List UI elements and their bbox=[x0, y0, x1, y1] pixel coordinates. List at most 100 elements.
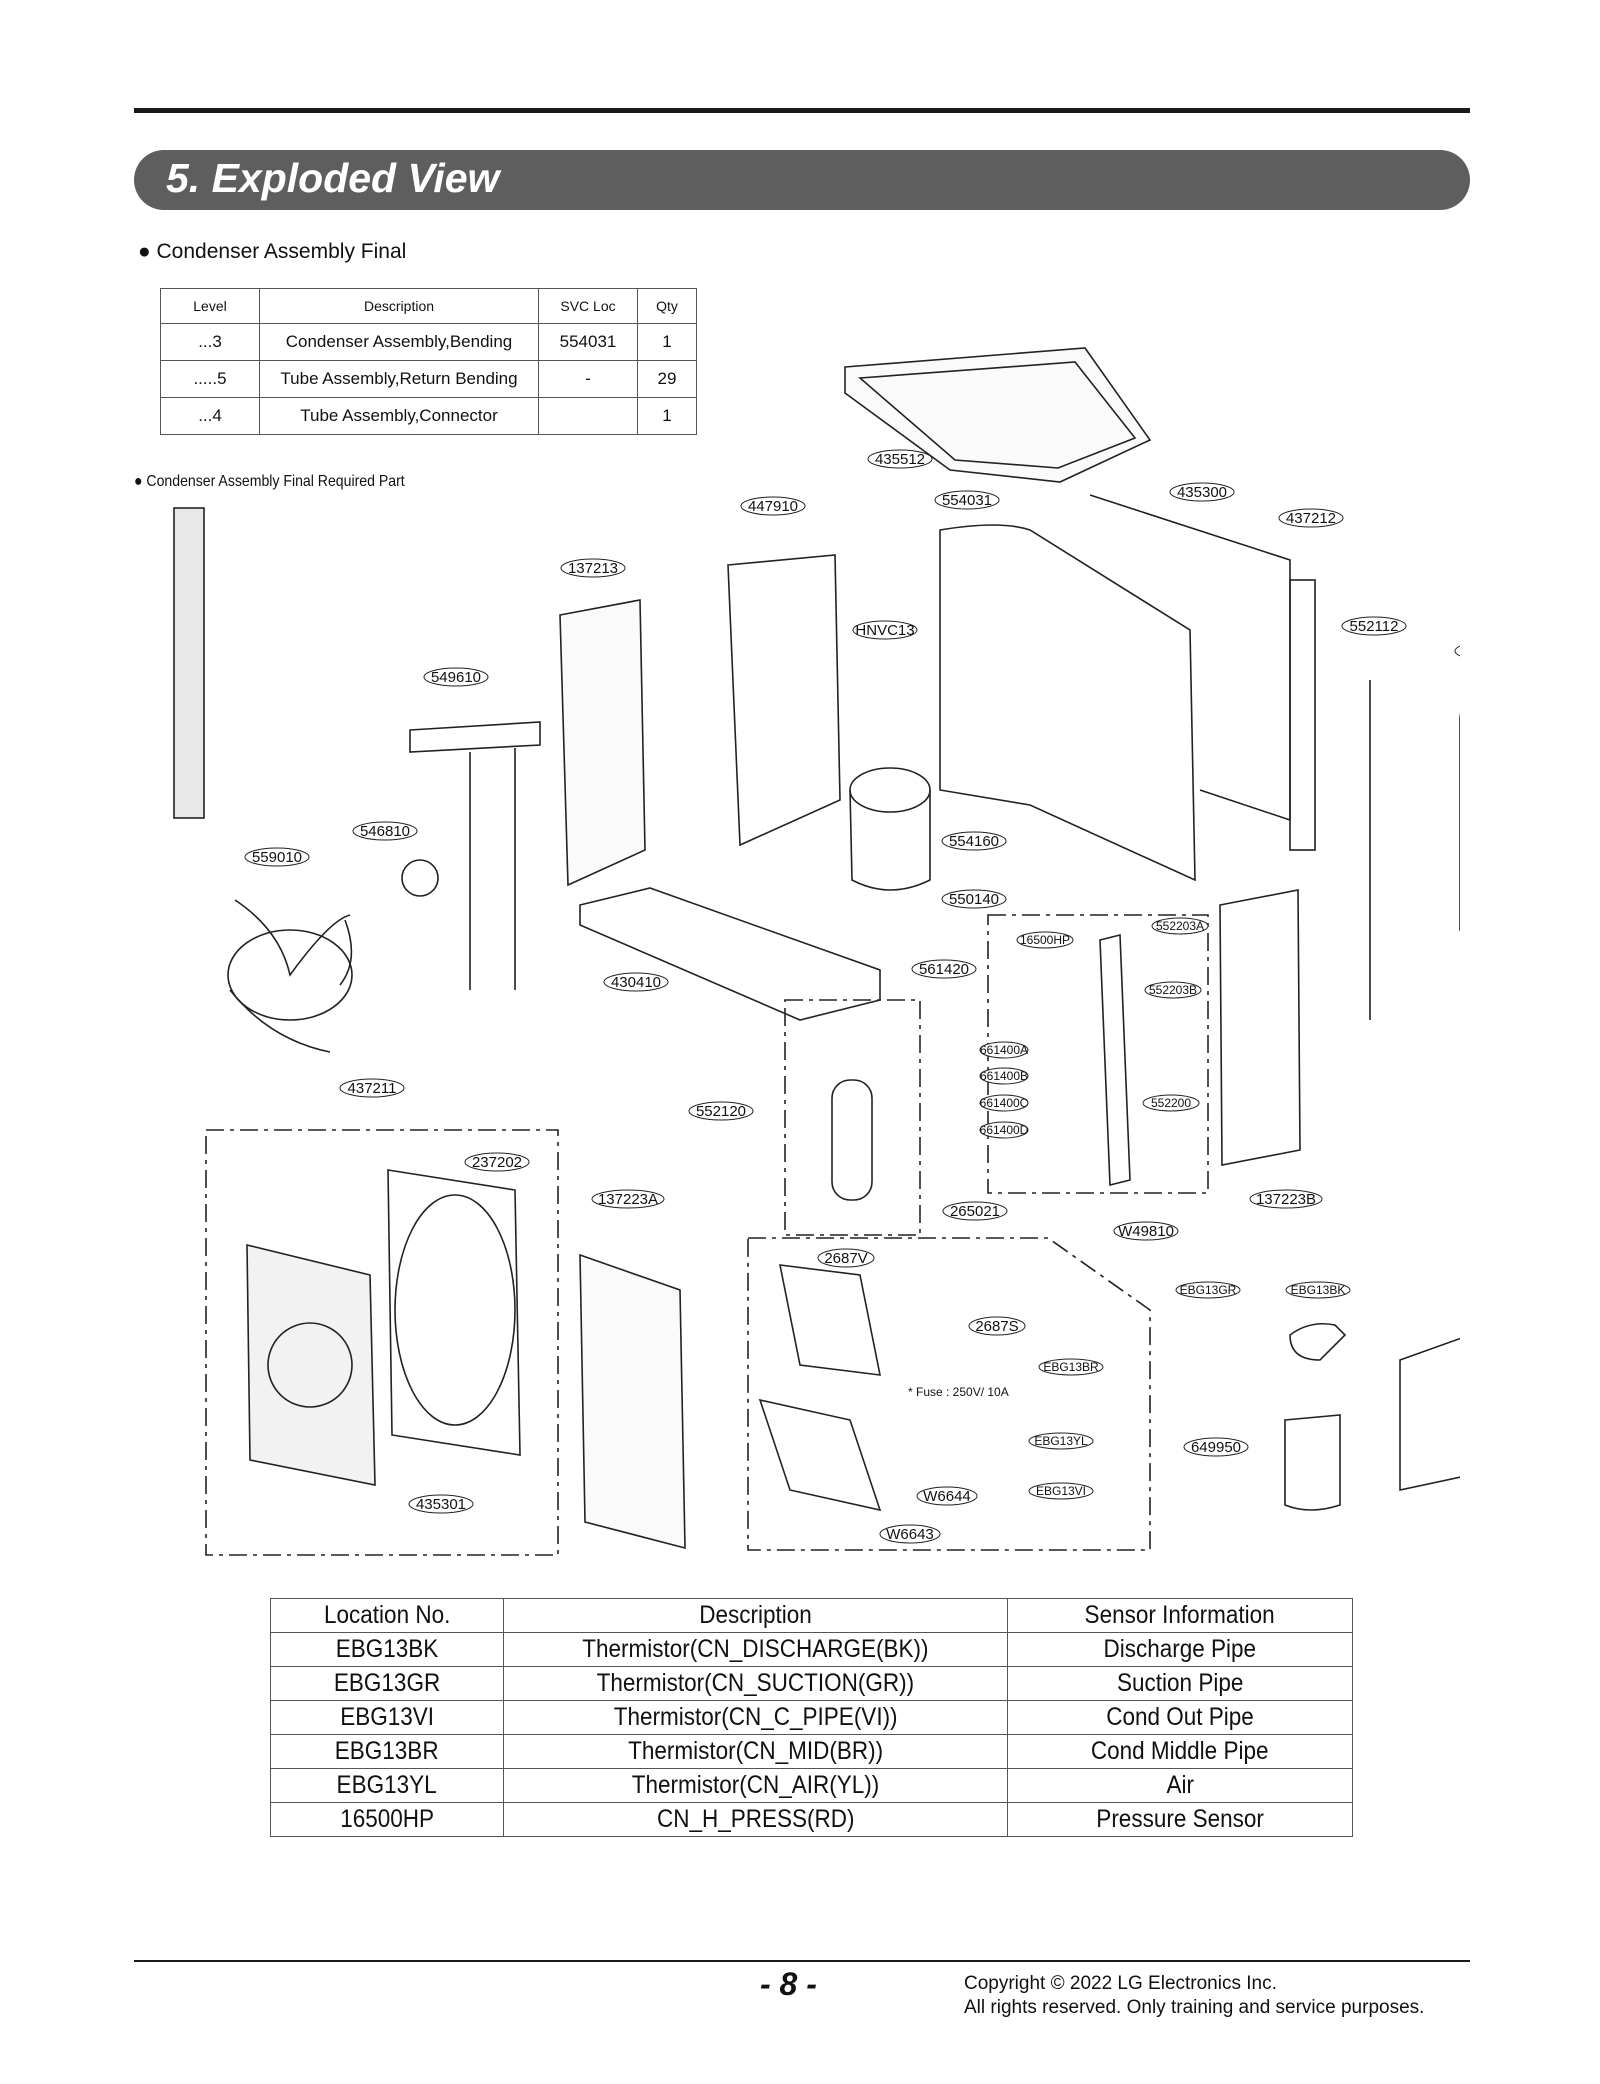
heater-cover bbox=[1399, 1337, 1460, 1491]
cell-description: Thermistor(CN_MID(BR)) bbox=[627, 1737, 883, 1765]
page-number: - 8 - bbox=[760, 1966, 817, 2002]
callout-137213: 137213 bbox=[560, 558, 626, 578]
cell-svc-loc bbox=[538, 397, 638, 435]
exploded-view-diagram: 435512 554031 435300 437212 447910 13721… bbox=[173, 347, 1460, 1556]
svg-text:661400A: 661400A bbox=[980, 1043, 1028, 1057]
copyright-line-1: Copyright © 2022 LG Electronics Inc. bbox=[964, 1973, 1277, 1994]
front-grille-box bbox=[205, 1129, 559, 1556]
cell-description: Thermistor(CN_C_PIPE(VI)) bbox=[613, 1703, 898, 1731]
callout-649950: 649950 bbox=[1183, 1437, 1249, 1457]
required-part-heading: ● Condenser Assembly Final Required Part bbox=[134, 473, 405, 490]
svg-text:552112: 552112 bbox=[1350, 618, 1399, 635]
callout-561420: 561420 bbox=[911, 959, 977, 979]
callout-EBG13GR: EBG13GR bbox=[1175, 1281, 1241, 1299]
svg-text:554160: 554160 bbox=[949, 833, 999, 850]
cell-qty: 1 bbox=[637, 397, 697, 435]
svg-text:661400B: 661400B bbox=[980, 1069, 1028, 1083]
fan-blade-arcs bbox=[229, 899, 353, 1053]
callout-137223B: 137223B bbox=[1249, 1189, 1323, 1209]
cell-description: Thermistor(CN_AIR(YL)) bbox=[631, 1771, 880, 1799]
svg-text:W6644: W6644 bbox=[923, 1488, 971, 1505]
header-description: Description bbox=[699, 1601, 812, 1629]
fan-guard bbox=[246, 1243, 376, 1486]
top-rule bbox=[134, 108, 1470, 113]
svg-text:137213: 137213 bbox=[568, 560, 618, 577]
callout-437212: 437212 bbox=[1278, 508, 1344, 528]
callout-EBG13BK: EBG13BK bbox=[1285, 1281, 1351, 1299]
svg-text:137223A: 137223A bbox=[598, 1191, 658, 1208]
top-panel-inner bbox=[858, 361, 1137, 469]
svg-text:EBG13YL: EBG13YL bbox=[1034, 1434, 1088, 1448]
grille-panel bbox=[559, 599, 646, 887]
footer-rule bbox=[134, 1960, 1470, 1962]
callout-546810: 546810 bbox=[352, 821, 418, 841]
callout-552200: 552200 bbox=[1142, 1094, 1200, 1112]
table-row: .....5 Tube Assembly,Return Bending - 29 bbox=[160, 360, 697, 398]
callout-554160: 554160 bbox=[941, 831, 1007, 851]
cell-qty: 1 bbox=[637, 323, 697, 361]
motor-mount bbox=[409, 721, 541, 753]
table-row: EBG13VI Thermistor(CN_C_PIPE(VI)) Cond O… bbox=[270, 1700, 1353, 1735]
svg-text:549610: 549610 bbox=[431, 669, 481, 686]
header-level: Level bbox=[160, 288, 260, 324]
svg-text:237202: 237202 bbox=[472, 1154, 522, 1171]
cell-sensor-info: Air bbox=[1166, 1771, 1194, 1799]
fan-guard-center bbox=[267, 1322, 353, 1408]
header-location: Location No. bbox=[323, 1601, 451, 1629]
valve-manifold bbox=[1099, 933, 1131, 1187]
cell-location: 16500HP bbox=[340, 1805, 434, 1833]
callout-237202: 237202 bbox=[464, 1152, 530, 1172]
cell-sensor-info: Cond Middle Pipe bbox=[1091, 1737, 1269, 1765]
svg-text:552120: 552120 bbox=[696, 1103, 746, 1120]
front-panel-frame bbox=[387, 1169, 521, 1456]
callout-430410: 430410 bbox=[603, 972, 669, 992]
compressor-top bbox=[849, 767, 931, 813]
control-board bbox=[778, 1264, 882, 1376]
svg-text:437211: 437211 bbox=[348, 1080, 397, 1097]
cell-sensor-info: Pressure Sensor bbox=[1096, 1805, 1264, 1833]
svg-text:EBG13BR: EBG13BR bbox=[1043, 1360, 1099, 1374]
cell-description: Tube Assembly,Return Bending bbox=[259, 360, 539, 398]
callout-16500HP: 16500HP bbox=[1016, 931, 1074, 949]
callout-552120: 552120 bbox=[688, 1101, 754, 1121]
copyright: Copyright © 2022 LG Electronics Inc. All… bbox=[964, 1972, 1424, 2020]
control-box bbox=[758, 1398, 882, 1512]
svg-text:447910: 447910 bbox=[748, 498, 798, 515]
svg-text:649950: 649950 bbox=[1191, 1439, 1241, 1456]
cell-location: EBG13YL bbox=[336, 1771, 438, 1799]
callout-W49810: W49810 bbox=[1113, 1221, 1179, 1241]
cell-description: Thermistor(CN_DISCHARGE(BK)) bbox=[582, 1635, 929, 1663]
svg-text:W6643: W6643 bbox=[886, 1526, 934, 1543]
callout-447910: 447910 bbox=[740, 496, 806, 516]
callout-EBG13YL: EBG13YL bbox=[1028, 1432, 1094, 1450]
callout-437211: 437211 bbox=[339, 1078, 405, 1098]
callout-661400C: 661400C bbox=[979, 1094, 1029, 1112]
fan-motor bbox=[401, 859, 439, 897]
callout-EBG13VI: EBG13VI bbox=[1028, 1482, 1094, 1500]
callout-labels: 435512 554031 435300 437212 447910 13721… bbox=[244, 449, 1460, 1544]
callout-435300: 435300 bbox=[1169, 482, 1235, 502]
heater-plate bbox=[1289, 1322, 1347, 1361]
callout-549610: 549610 bbox=[423, 667, 489, 687]
svg-text:552203B: 552203B bbox=[1149, 983, 1197, 997]
cell-description: Thermistor(CN_SUCTION(GR)) bbox=[596, 1669, 915, 1697]
svg-text:435300: 435300 bbox=[1177, 484, 1227, 501]
callout-559010: 559010 bbox=[244, 847, 310, 867]
callout-137223A: 137223A bbox=[591, 1189, 665, 1209]
svg-text:561420: 561420 bbox=[919, 961, 969, 978]
table-row: ...4 Tube Assembly,Connector 1 bbox=[160, 397, 697, 435]
callout-552113: 552113 bbox=[1454, 645, 1460, 657]
table-row: 16500HP CN_H_PRESS(RD) Pressure Sensor bbox=[270, 1802, 1353, 1837]
svg-text:16500HP: 16500HP bbox=[1020, 933, 1070, 947]
cell-svc-loc: 554031 bbox=[538, 323, 638, 361]
side-bar bbox=[1289, 579, 1316, 851]
fan-blade bbox=[227, 929, 353, 1021]
condenser-tube-strip bbox=[173, 507, 205, 819]
section-banner: 5. Exploded View bbox=[134, 150, 1470, 210]
cell-location: EBG13BR bbox=[335, 1737, 439, 1765]
svg-text:552200: 552200 bbox=[1151, 1096, 1191, 1110]
cell-description: CN_H_PRESS(RD) bbox=[656, 1805, 855, 1833]
cell-description: Condenser Assembly,Bending bbox=[259, 323, 539, 361]
callout-550140: 550140 bbox=[941, 889, 1007, 909]
table-row: ...3 Condenser Assembly,Bending 554031 1 bbox=[160, 323, 697, 361]
